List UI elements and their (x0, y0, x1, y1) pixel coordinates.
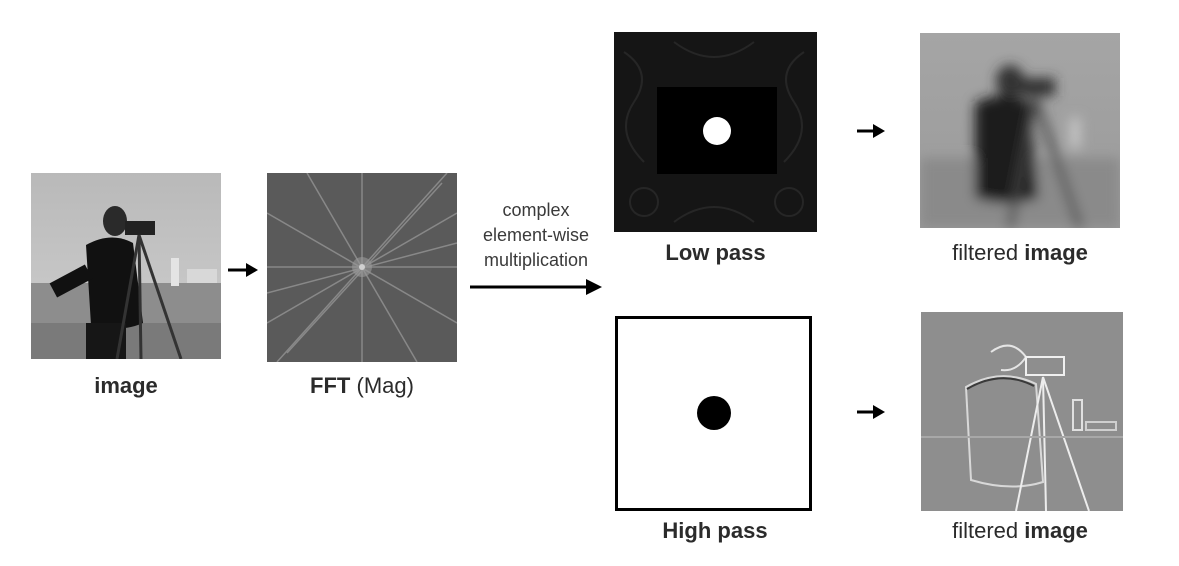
right-arrow-icon (228, 262, 258, 278)
right-arrow-icon (857, 123, 885, 139)
filtered-edge-image (921, 312, 1123, 511)
low-pass-label: Low pass (665, 240, 766, 265)
input-image-label: image (94, 373, 158, 398)
filtered-bold-bottom: image (1024, 518, 1088, 543)
input-image-caption: image (31, 373, 221, 399)
input-image (31, 173, 221, 359)
filtered-prefix-top: filtered (952, 240, 1025, 265)
long-right-arrow-icon (470, 278, 602, 296)
low-pass-mask (614, 32, 817, 232)
fft-magnitude-image (267, 173, 457, 362)
operation-line-1: complex (502, 200, 570, 220)
filtered-bold-top: image (1024, 240, 1088, 265)
operation-label: complex element-wise multiplication (466, 198, 606, 273)
fft-caption: FFT (Mag) (267, 373, 457, 399)
filtered-blurred-image (920, 33, 1120, 228)
low-pass-caption: Low pass (614, 240, 817, 266)
right-arrow-icon (857, 404, 885, 420)
fft-label-bold: FFT (310, 373, 351, 398)
fft-label-rest: (Mag) (350, 373, 414, 398)
high-pass-label: High pass (662, 518, 768, 543)
filtered-image-caption-top: filtered image (920, 240, 1120, 266)
operation-line-3: multiplication (483, 250, 589, 270)
filtered-prefix-bottom: filtered (952, 518, 1025, 543)
high-pass-mask (615, 316, 812, 511)
filtered-image-caption-bottom: filtered image (920, 518, 1120, 544)
high-pass-caption: High pass (615, 518, 815, 544)
operation-line-2: element-wise (482, 225, 590, 245)
